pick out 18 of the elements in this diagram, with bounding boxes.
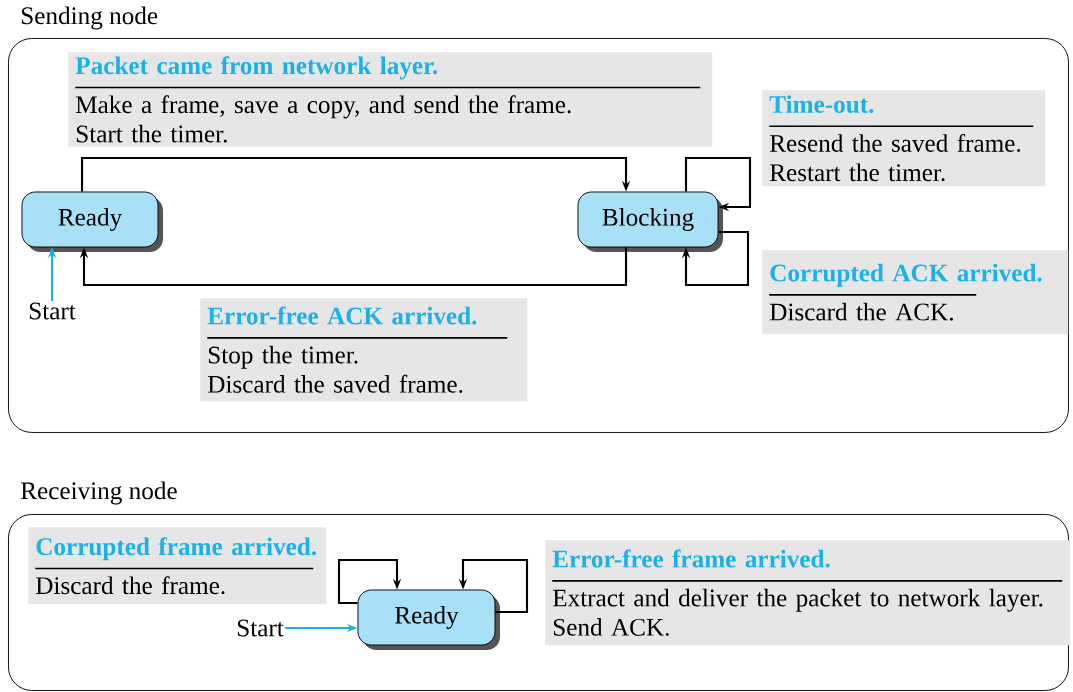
annotation-box: Corrupted ACK arrived. Discard the ACK. — [762, 250, 1069, 335]
arrow — [684, 156, 752, 212]
annotation-box: Time-out. Resend the saved frame. Restart the timer. — [762, 90, 1046, 187]
arrow — [337, 558, 402, 605]
panel-heading: Sending node — [21, 6, 158, 30]
start-label: Start — [237, 619, 284, 637]
annotation-box: Error-free ACK arrived. Stop the timer. Discard the saved frame. — [200, 298, 528, 402]
state-box: Ready — [357, 589, 500, 650]
annotation-box: Corrupted frame arrived. Discard the frame. — [28, 527, 327, 605]
annotation-box: Packet came from network layer. Make a frame, save a copy, and send the frame. Start the timer. — [68, 52, 713, 147]
start-label: Start — [29, 302, 76, 320]
arrow — [79, 247, 628, 287]
state-box: Blocking — [577, 191, 723, 252]
arrow — [80, 156, 631, 192]
state-box: Ready — [21, 191, 163, 252]
panel-heading: Receiving node — [20, 481, 177, 505]
annotation-box: Error-free frame arrived. Extract and deliver the packet to network layer. Send ACK. — [545, 540, 1071, 646]
arrow — [681, 230, 750, 287]
